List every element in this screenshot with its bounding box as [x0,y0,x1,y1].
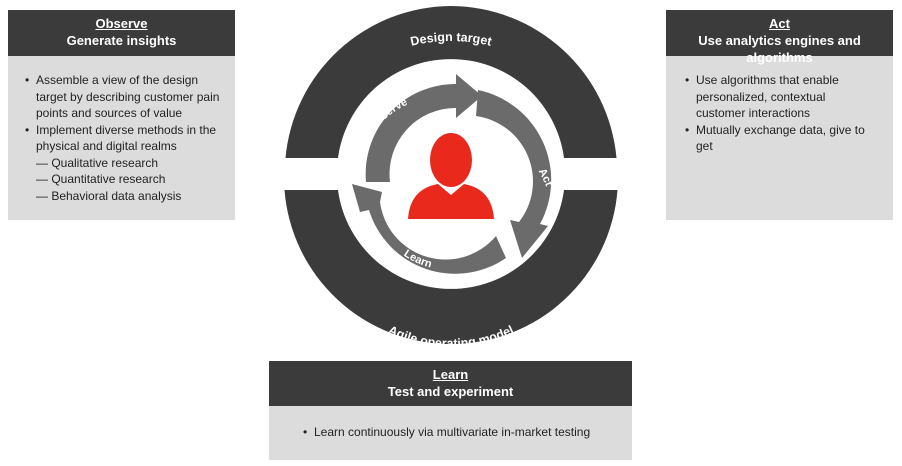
observe-box: Observe Generate insights Assemble a vie… [8,10,235,220]
list-item: Mutually exchange data, give to get [685,122,873,155]
act-header: Act Use analytics engines and algorithms [666,10,893,65]
observe-title: Observe [95,16,148,31]
label-learn-arrow: Learn [402,248,434,271]
learn-body: Learn continuously via multivariate in-m… [269,406,632,460]
learn-subtitle: Test and experiment [387,384,514,399]
learn-title: Learn [432,367,469,382]
act-subtitle: Use analytics engines and algorithms [698,33,861,65]
list-subitem: — Behavioral data analysis [36,188,182,203]
arrow-observe [365,74,482,182]
label-design-target: Design target [409,30,494,49]
list-subitem: — Quantitative research [36,172,166,186]
learn-box: Learn Test and experiment Learn continuo… [269,361,632,460]
learn-header: Learn Test and experiment [269,361,632,406]
list-item: Implement diverse methods in the physica… [25,122,227,155]
act-title: Act [769,16,790,31]
list-item: Assemble a view of the design target by … [25,72,227,122]
outer-ring-top [285,6,617,158]
observe-subtitle: Generate insights [66,33,177,48]
act-box: Act Use analytics engines and algorithms… [666,10,893,220]
observe-header: Observe Generate insights [8,10,235,56]
outer-ring-bottom [284,190,618,345]
observe-body: Assemble a view of the design target by … [8,56,235,220]
act-body: Use algorithms that enable personalized,… [666,56,893,220]
person-icon [408,133,494,219]
list-subitem: — Qualitative research [36,155,159,170]
list-item: Learn continuously via multivariate in-m… [303,424,622,441]
arrow-learn [352,184,506,274]
list-item: Use algorithms that enable personalized,… [685,72,873,122]
arrow-act [476,90,552,258]
